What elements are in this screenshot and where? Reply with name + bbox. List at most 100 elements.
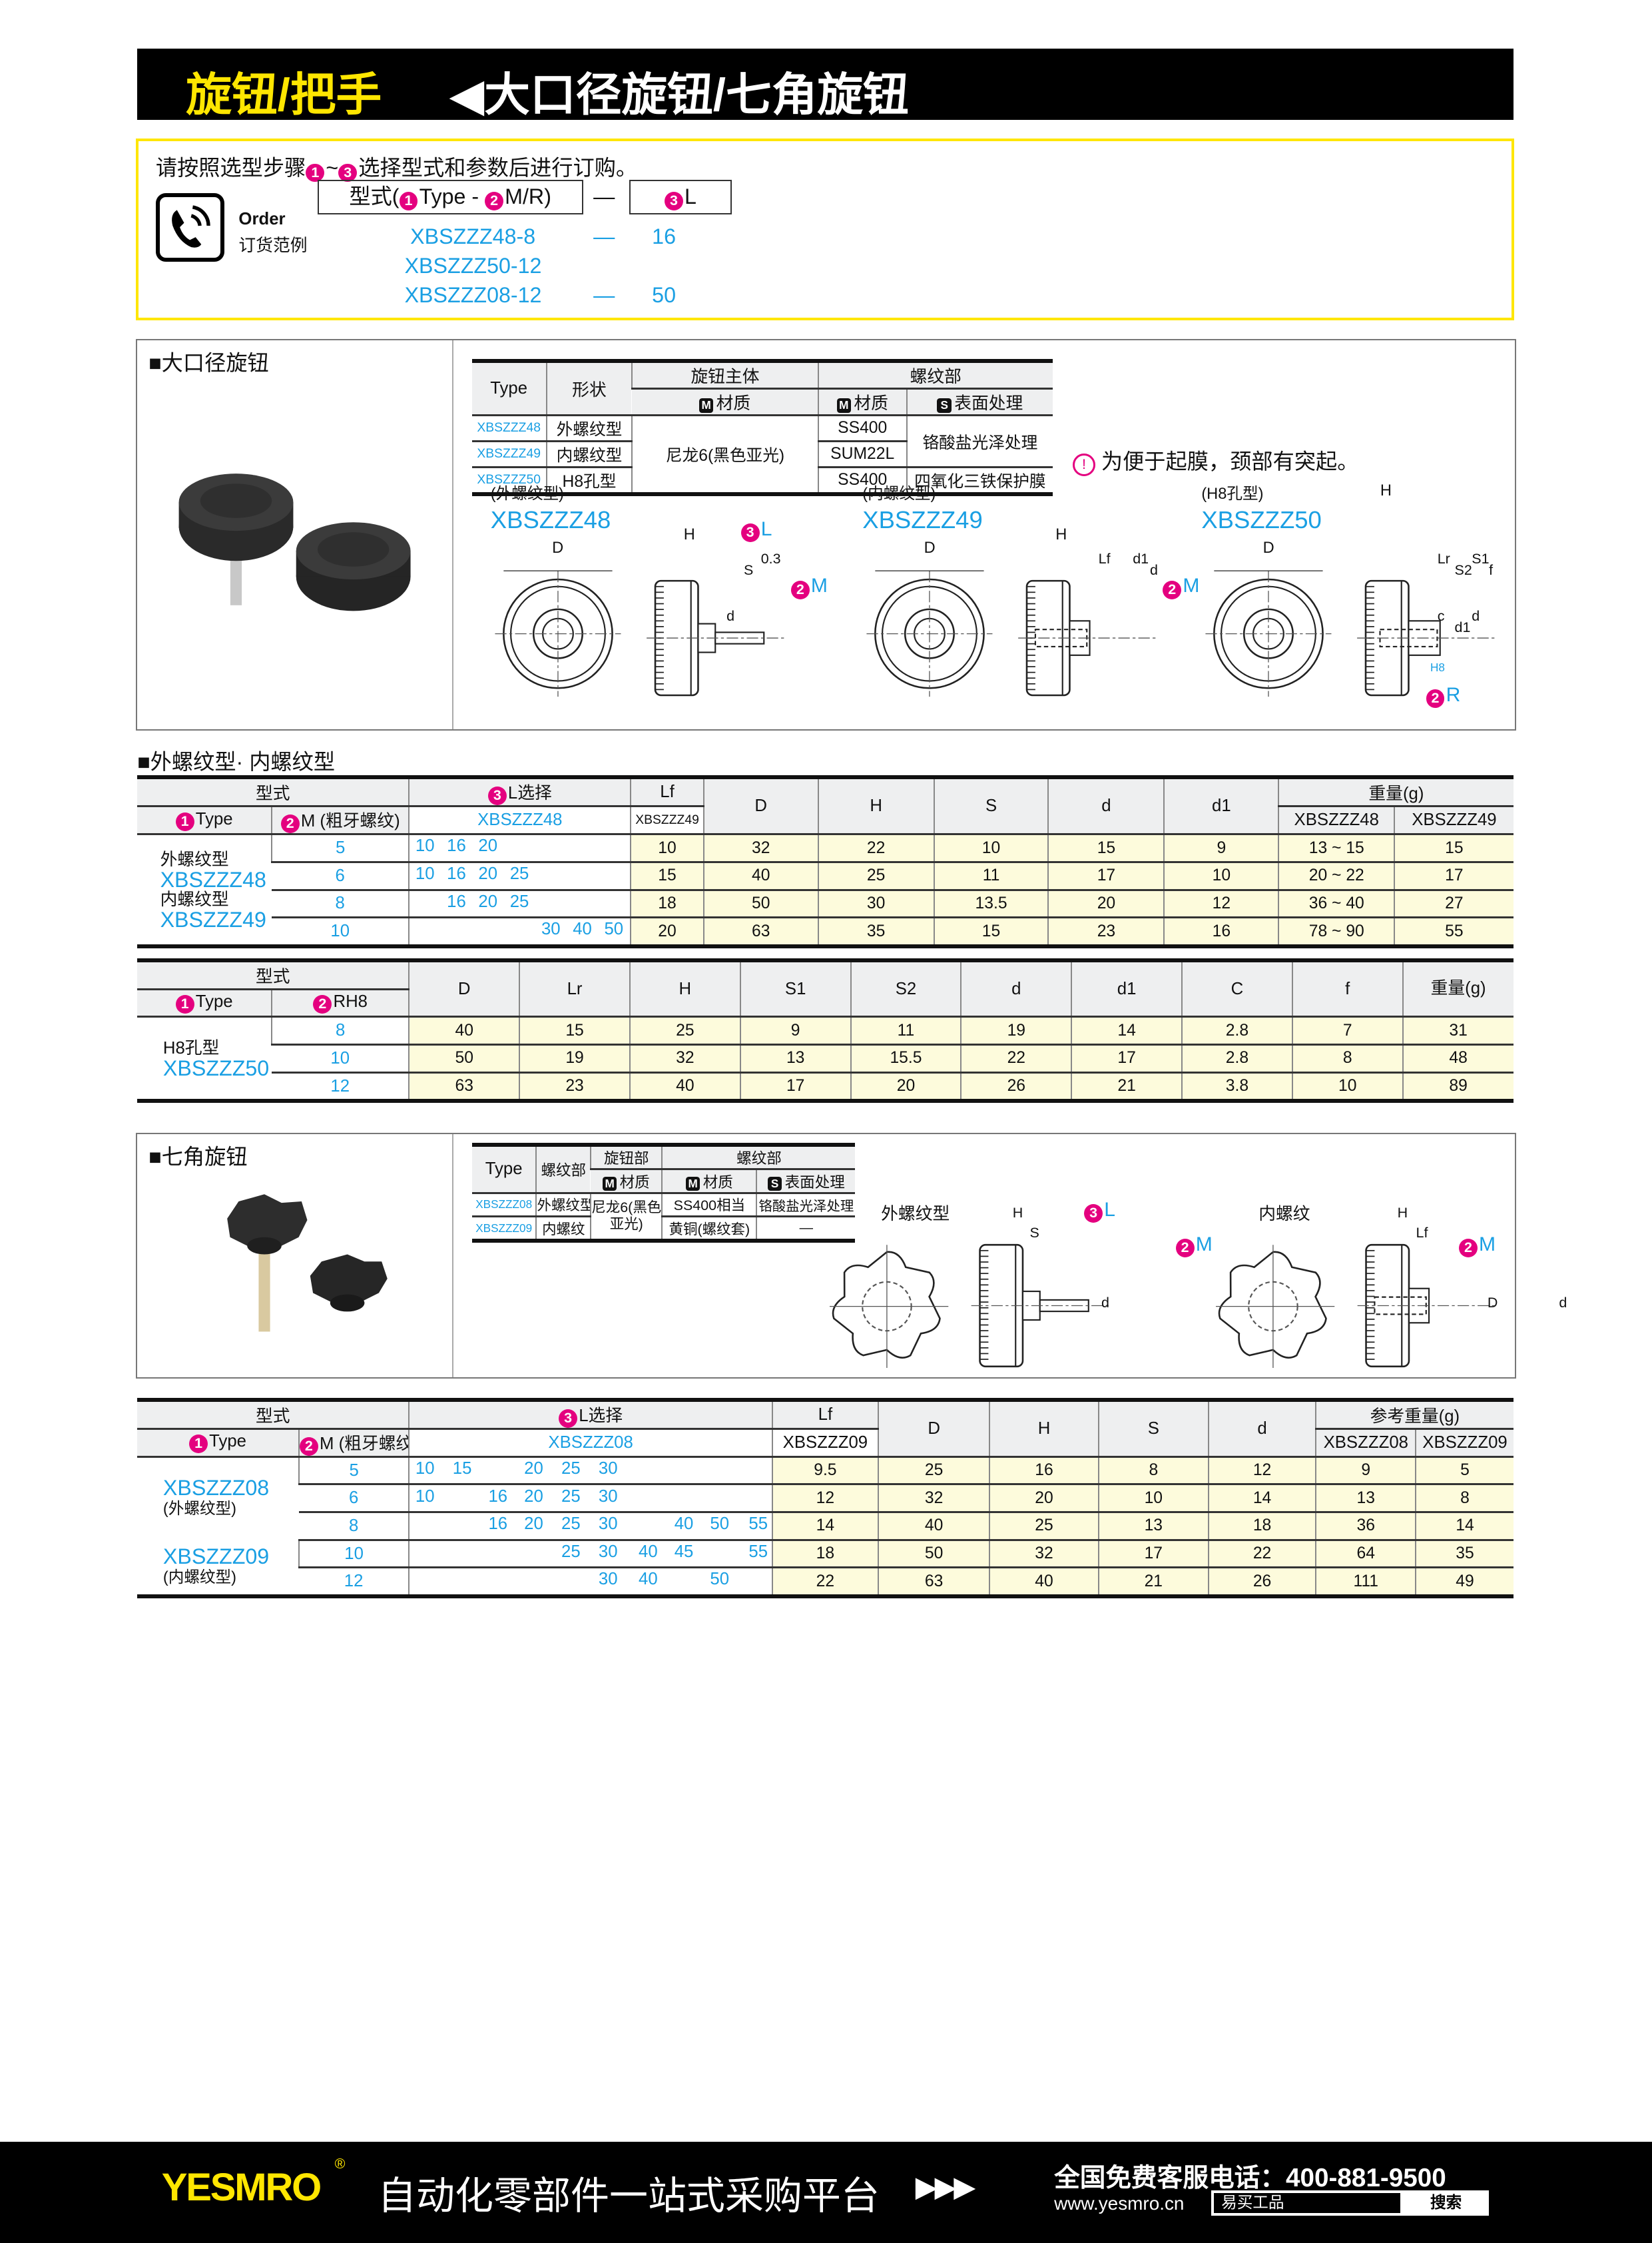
surface-treatment: 铬酸盐光泽处理: [756, 1193, 856, 1217]
website-link[interactable]: www.yesmro.cn: [1054, 2192, 1185, 2214]
value: 19: [519, 1044, 630, 1074]
header-l-code: XBSZZZ48: [408, 806, 631, 836]
dimension-d: d: [1472, 607, 1480, 624]
value: 15: [519, 1016, 630, 1046]
header-weight: 重量(g): [1278, 777, 1514, 808]
value: 13: [739, 1044, 851, 1074]
value-d1: 10: [1163, 862, 1279, 891]
header-lf: Lf: [630, 777, 704, 808]
l-option: 40: [674, 1514, 694, 1534]
type-group: XBSZZZ09(内螺纹型): [137, 1540, 299, 1596]
registered-mark: ®: [334, 2156, 346, 2172]
value-d: 17: [1047, 862, 1165, 891]
value-H: 25: [817, 862, 934, 891]
thread-material: SS400: [817, 467, 907, 495]
step-badge: 3: [1084, 1204, 1103, 1223]
dimension-H: H: [1397, 1204, 1408, 1221]
brand-logo: YESMRO: [161, 2166, 322, 2210]
header-d: d: [1208, 1399, 1316, 1458]
value-w48: 78 ~ 90: [1278, 917, 1395, 948]
header-thread-part: 螺纹部: [661, 1145, 856, 1171]
header-w49: XBSZZZ49: [1394, 806, 1514, 836]
example-dash: —: [593, 282, 615, 307]
dimension-S: S: [1029, 1224, 1039, 1241]
m-size: 6: [298, 1484, 410, 1514]
step-badge: 2: [1163, 580, 1182, 599]
section-large-knob: ■大口径旋钮: [136, 339, 1516, 731]
drawing-kind: 内螺纹: [1258, 1205, 1310, 1224]
value-w49: 27: [1394, 890, 1514, 919]
l-option: 25: [561, 1458, 581, 1478]
dimension-d: d: [1149, 562, 1158, 579]
label-icon: M: [836, 398, 852, 413]
l-option: 10: [415, 864, 435, 884]
divider: [451, 340, 453, 730]
header-S: S: [933, 777, 1049, 836]
value: 19: [960, 1016, 1072, 1046]
header-Lr: Lr: [519, 960, 630, 1018]
value-w49: 17: [1394, 862, 1514, 891]
l-option: 20: [478, 864, 498, 884]
dimension-D: D: [924, 539, 936, 557]
value: 32: [629, 1044, 740, 1074]
format-mr: M/R): [505, 184, 551, 209]
value-D: 40: [702, 862, 818, 891]
type-code: XBSZZZ09: [162, 1544, 270, 1568]
value: 31: [1402, 1016, 1514, 1046]
dimension-D: D: [552, 539, 564, 557]
format-text: 型式(: [349, 184, 400, 209]
header-w09: XBSZZZ09: [1415, 1429, 1514, 1458]
value-D: 63: [702, 917, 818, 948]
value: 17: [739, 1072, 851, 1102]
r-size: 10: [272, 1044, 410, 1074]
type-code: XBSZZZ09: [471, 1216, 537, 1242]
dimension-Lf: Lf: [1416, 1224, 1428, 1241]
value: 25: [629, 1016, 740, 1046]
r-size: 12: [272, 1072, 410, 1102]
l-option: 20: [478, 892, 498, 911]
value: 8: [1291, 1044, 1403, 1074]
dimension-S1: S1: [1472, 550, 1490, 567]
value: 9: [739, 1016, 851, 1046]
value-lf: 18: [771, 1540, 878, 1569]
l-option: 16: [488, 1486, 508, 1506]
header-thread: 螺纹部: [535, 1145, 591, 1194]
value-D: 25: [877, 1456, 990, 1486]
section-title: ■七角旋钮: [148, 1144, 248, 1169]
value: 40: [629, 1072, 740, 1102]
search-button[interactable]: 搜索: [1403, 2190, 1490, 2216]
value-S: 21: [1097, 1567, 1209, 1598]
search-input[interactable]: 易买工品: [1211, 2190, 1404, 2216]
phone-icon: [155, 192, 224, 262]
step-3-badge: 3: [338, 163, 358, 182]
l-option: 25: [509, 864, 529, 884]
m-size: 8: [272, 890, 410, 919]
type-cell: XBSZZZ09(内螺纹型): [137, 1546, 298, 1588]
value-d: 14: [1208, 1484, 1316, 1514]
header-d: d: [960, 960, 1072, 1018]
header-model: 型式: [137, 777, 410, 808]
label-icon: M: [698, 398, 714, 413]
drawing-code: XBSZZZ50: [1201, 506, 1322, 534]
